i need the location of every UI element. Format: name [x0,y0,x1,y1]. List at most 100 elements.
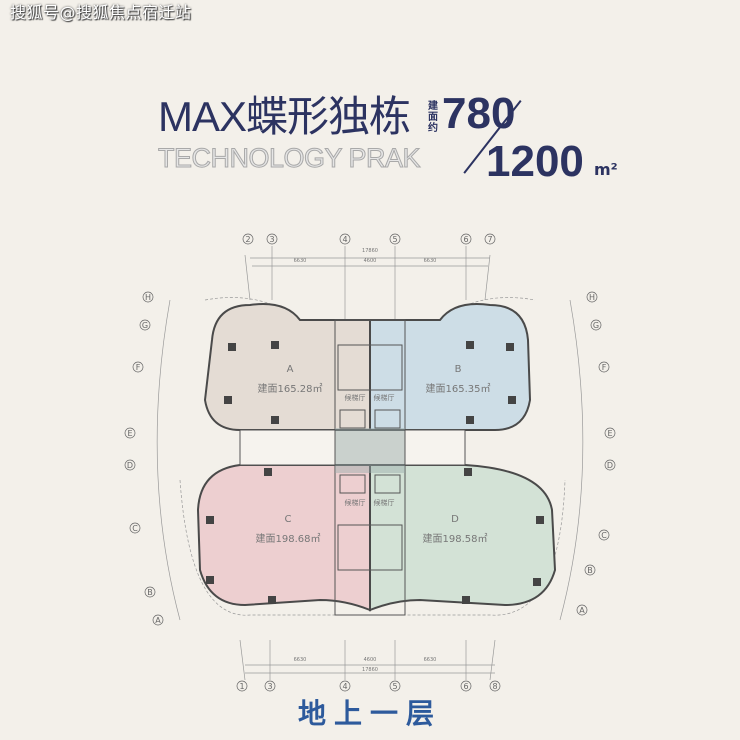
grid-marker [139,319,151,331]
grid-marker [586,291,598,303]
column [533,578,541,586]
grid-marker-label: E [127,429,132,438]
elevator-hall-label: 候梯厅 [374,498,395,507]
grid-marker [604,459,616,471]
unit-a[interactable] [203,303,371,431]
grid-marker [389,233,401,245]
elevator-hall-label: 候梯厅 [345,498,366,507]
column [506,343,514,351]
grid-marker-label: E [607,429,612,438]
dimension-label: 17860 [362,248,378,254]
grid-marker [129,522,141,534]
grid-marker-label: H [145,293,151,302]
grid-marker-label: G [142,321,148,330]
unit-d[interactable] [369,464,557,612]
watermark: 搜狐号@搜狐焦点宿迁站 [10,3,192,22]
grid-marker-label: 4 [342,682,347,691]
floor-label: 地上一层 [297,697,442,730]
column [264,468,272,476]
column [228,343,236,351]
dimension-label: 6630 [294,258,307,264]
dimension-label: 4600 [364,258,377,264]
grid-marker-label: 5 [392,682,397,691]
area-label: 建面约 [428,101,438,134]
grid-marker-label: 8 [492,682,497,691]
column [271,416,279,424]
grid-marker [266,233,278,245]
area-unit: m² [594,160,618,179]
dimension-label: 4600 [364,657,377,663]
grid-marker [124,459,136,471]
area-min: 780 [442,89,516,138]
grid-marker-label: 4 [342,235,347,244]
dimension-label: 6630 [424,258,437,264]
grid-marker [242,233,254,245]
column [271,341,279,349]
grid-marker-label: B [147,588,153,597]
grid-marker-label: 3 [269,235,274,244]
unit-name: C [285,514,292,525]
grid-marker-label: A [155,616,161,625]
area-max: 1200 [486,137,584,186]
dimension-label: 6630 [294,657,307,663]
grid-marker [460,233,472,245]
grid-marker [339,233,351,245]
column [206,576,214,584]
page-subtitle: TECHNOLOGY PRAK [157,143,421,173]
grid-marker-label: 2 [245,235,250,244]
grid-marker-label: G [593,321,599,330]
grid-marker [489,680,501,692]
column [462,596,470,604]
grid-marker-label: C [601,531,607,540]
grid-marker-label: 7 [487,235,492,244]
column [536,516,544,524]
grid-marker-label: F [602,363,607,372]
grid-marker [484,233,496,245]
grid-marker-label: 5 [392,235,397,244]
grid-marker [152,614,164,626]
grid-marker [339,680,351,692]
grid-marker [144,586,156,598]
elevator-hall-label: 候梯厅 [374,393,395,402]
dimension-label: 6630 [424,657,437,663]
grid-marker [584,564,596,576]
unit-name: A [287,364,294,375]
unit-area: 建面165.35㎡ [426,382,491,395]
grid-marker-label: D [607,461,613,470]
grid-marker-label: A [579,606,585,615]
column [206,516,214,524]
elevator-hall-label: 候梯厅 [345,393,366,402]
core [239,319,466,616]
unit-area: 建面198.58㎡ [423,532,488,545]
unit-name: D [451,514,459,525]
unit-b[interactable] [369,303,532,431]
grid-marker [124,427,136,439]
page-title: MAX蝶形独栋 [158,93,411,140]
dimension-label: 17860 [362,667,378,673]
grid-marker [264,680,276,692]
grid-marker [236,680,248,692]
grid-marker-label: 6 [463,235,468,244]
grid-marker [590,319,602,331]
grid-marker [142,291,154,303]
grid-marker-label: 6 [463,682,468,691]
unit-area: 建面198.68㎡ [256,532,321,545]
grid-marker-label: F [136,363,141,372]
grid-marker-label: 1 [239,682,244,691]
column [224,396,232,404]
column [466,341,474,349]
grid-marker [598,361,610,373]
column [508,396,516,404]
unit-name: B [455,364,462,375]
grid-marker [460,680,472,692]
column [268,596,276,604]
grid-marker [389,680,401,692]
grid-marker [132,361,144,373]
grid-marker-label: B [587,566,593,575]
grid-marker [604,427,616,439]
column [466,416,474,424]
grid-marker-label: H [589,293,595,302]
unit-c[interactable] [196,464,371,612]
